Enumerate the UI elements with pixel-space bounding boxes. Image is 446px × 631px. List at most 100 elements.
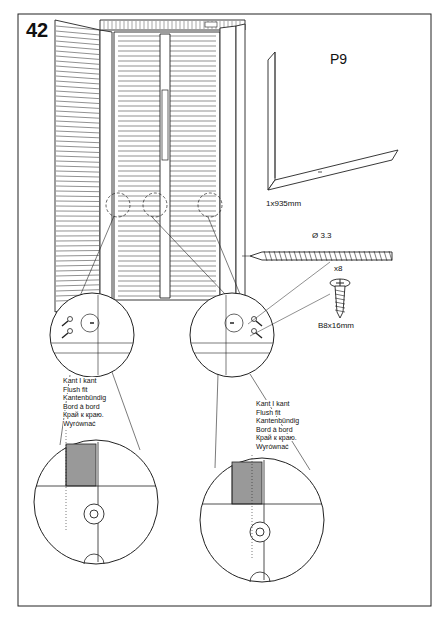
door-slat <box>118 101 160 102</box>
door-slat <box>118 76 160 77</box>
note: Wyrównać <box>63 420 96 427</box>
wall-slat <box>56 101 99 104</box>
screw-thread <box>364 251 367 261</box>
screw-thread <box>369 251 372 261</box>
screw-dot <box>90 322 94 324</box>
note: Kantenbündig <box>256 417 299 424</box>
screw <box>250 252 392 260</box>
door-slat <box>118 91 160 92</box>
door-slat <box>170 36 216 37</box>
wall-post <box>100 30 112 300</box>
screw-thread <box>314 251 317 261</box>
screw-thread <box>335 310 345 312</box>
ceiling-slat <box>188 21 189 29</box>
ceiling-slat <box>196 21 197 29</box>
door-slat <box>118 131 160 132</box>
door-slat <box>118 61 160 62</box>
hole-marker <box>225 314 243 332</box>
wall-slat <box>56 26 99 30</box>
flush-panel <box>232 462 262 504</box>
screw-icon <box>68 317 73 322</box>
screw-thread <box>309 251 312 261</box>
wall-slat <box>56 186 99 188</box>
screw-thread <box>319 251 322 261</box>
door-slat <box>170 81 216 82</box>
wall-slat <box>56 275 99 276</box>
note: Kant I kant <box>256 400 289 407</box>
door-slat <box>170 131 216 132</box>
hole <box>84 554 104 564</box>
door-slat <box>170 276 216 277</box>
flush-panel <box>66 444 96 486</box>
door-slat <box>170 136 216 137</box>
door-slat <box>170 241 216 242</box>
note: Kant I kant <box>63 377 96 384</box>
screw-thread <box>389 251 392 261</box>
ceiling-slat <box>148 21 149 29</box>
door-slat <box>118 86 160 87</box>
ceiling-slat <box>172 21 173 29</box>
dotted-guide <box>252 455 253 560</box>
door-slat <box>118 296 160 297</box>
door-slat <box>118 176 160 177</box>
wall-slat <box>56 66 99 69</box>
door-slat <box>118 261 160 262</box>
screw-body <box>335 286 345 318</box>
page-frame <box>18 14 431 606</box>
hole <box>90 510 98 518</box>
screw-icon <box>256 321 262 326</box>
door-slat <box>170 221 216 222</box>
profile-flange <box>268 150 398 190</box>
wall-slat <box>56 41 99 45</box>
screw-thread <box>335 302 345 304</box>
ceiling-slat <box>152 21 153 29</box>
door-slat <box>170 171 216 172</box>
wall-slat <box>56 166 99 167</box>
wall-slat <box>56 126 99 128</box>
wall-slat <box>56 260 99 262</box>
door-slat <box>118 226 160 227</box>
screw-thread <box>299 251 302 261</box>
door-slat <box>170 161 216 162</box>
right-post <box>220 26 236 310</box>
wall-slat <box>56 51 99 55</box>
panel-edge <box>202 504 322 505</box>
door-slat <box>170 66 216 67</box>
ceiling-slat <box>156 21 157 29</box>
step-number: 42 <box>26 20 48 40</box>
screw-thread <box>304 251 307 261</box>
door-slat <box>118 186 160 187</box>
door-slat <box>118 241 160 242</box>
door-slat <box>118 216 160 217</box>
door-slat <box>118 181 160 182</box>
door-slat <box>118 146 160 147</box>
note: Край к краю. <box>63 411 104 418</box>
note: Bord à bord <box>63 403 100 410</box>
wall-slat <box>56 176 99 177</box>
ceiling-slat <box>168 21 169 29</box>
door-slat <box>118 136 160 137</box>
door-slat <box>118 116 160 117</box>
note: Bord à bord <box>256 426 293 433</box>
door-slat <box>118 36 160 37</box>
door-slat <box>170 211 216 212</box>
note: Край к краю. <box>256 434 297 441</box>
wall-slat <box>56 240 99 241</box>
wall-slat <box>56 196 99 198</box>
door-slat <box>170 296 216 297</box>
angle-profile-p9 <box>162 90 168 160</box>
door-slat <box>170 51 216 52</box>
post-edge <box>98 442 99 562</box>
wall-slat <box>56 201 99 203</box>
door-slat <box>170 91 216 92</box>
door-slat <box>118 71 160 72</box>
wall-slat <box>56 136 99 138</box>
door-slat <box>170 216 216 217</box>
ceiling-slat <box>112 21 113 29</box>
wall-slat <box>56 61 99 64</box>
door-slat <box>118 96 160 97</box>
leader-line <box>80 216 114 296</box>
post-edge <box>226 295 227 375</box>
zoom-circle <box>200 458 324 582</box>
door-slat <box>170 141 216 142</box>
